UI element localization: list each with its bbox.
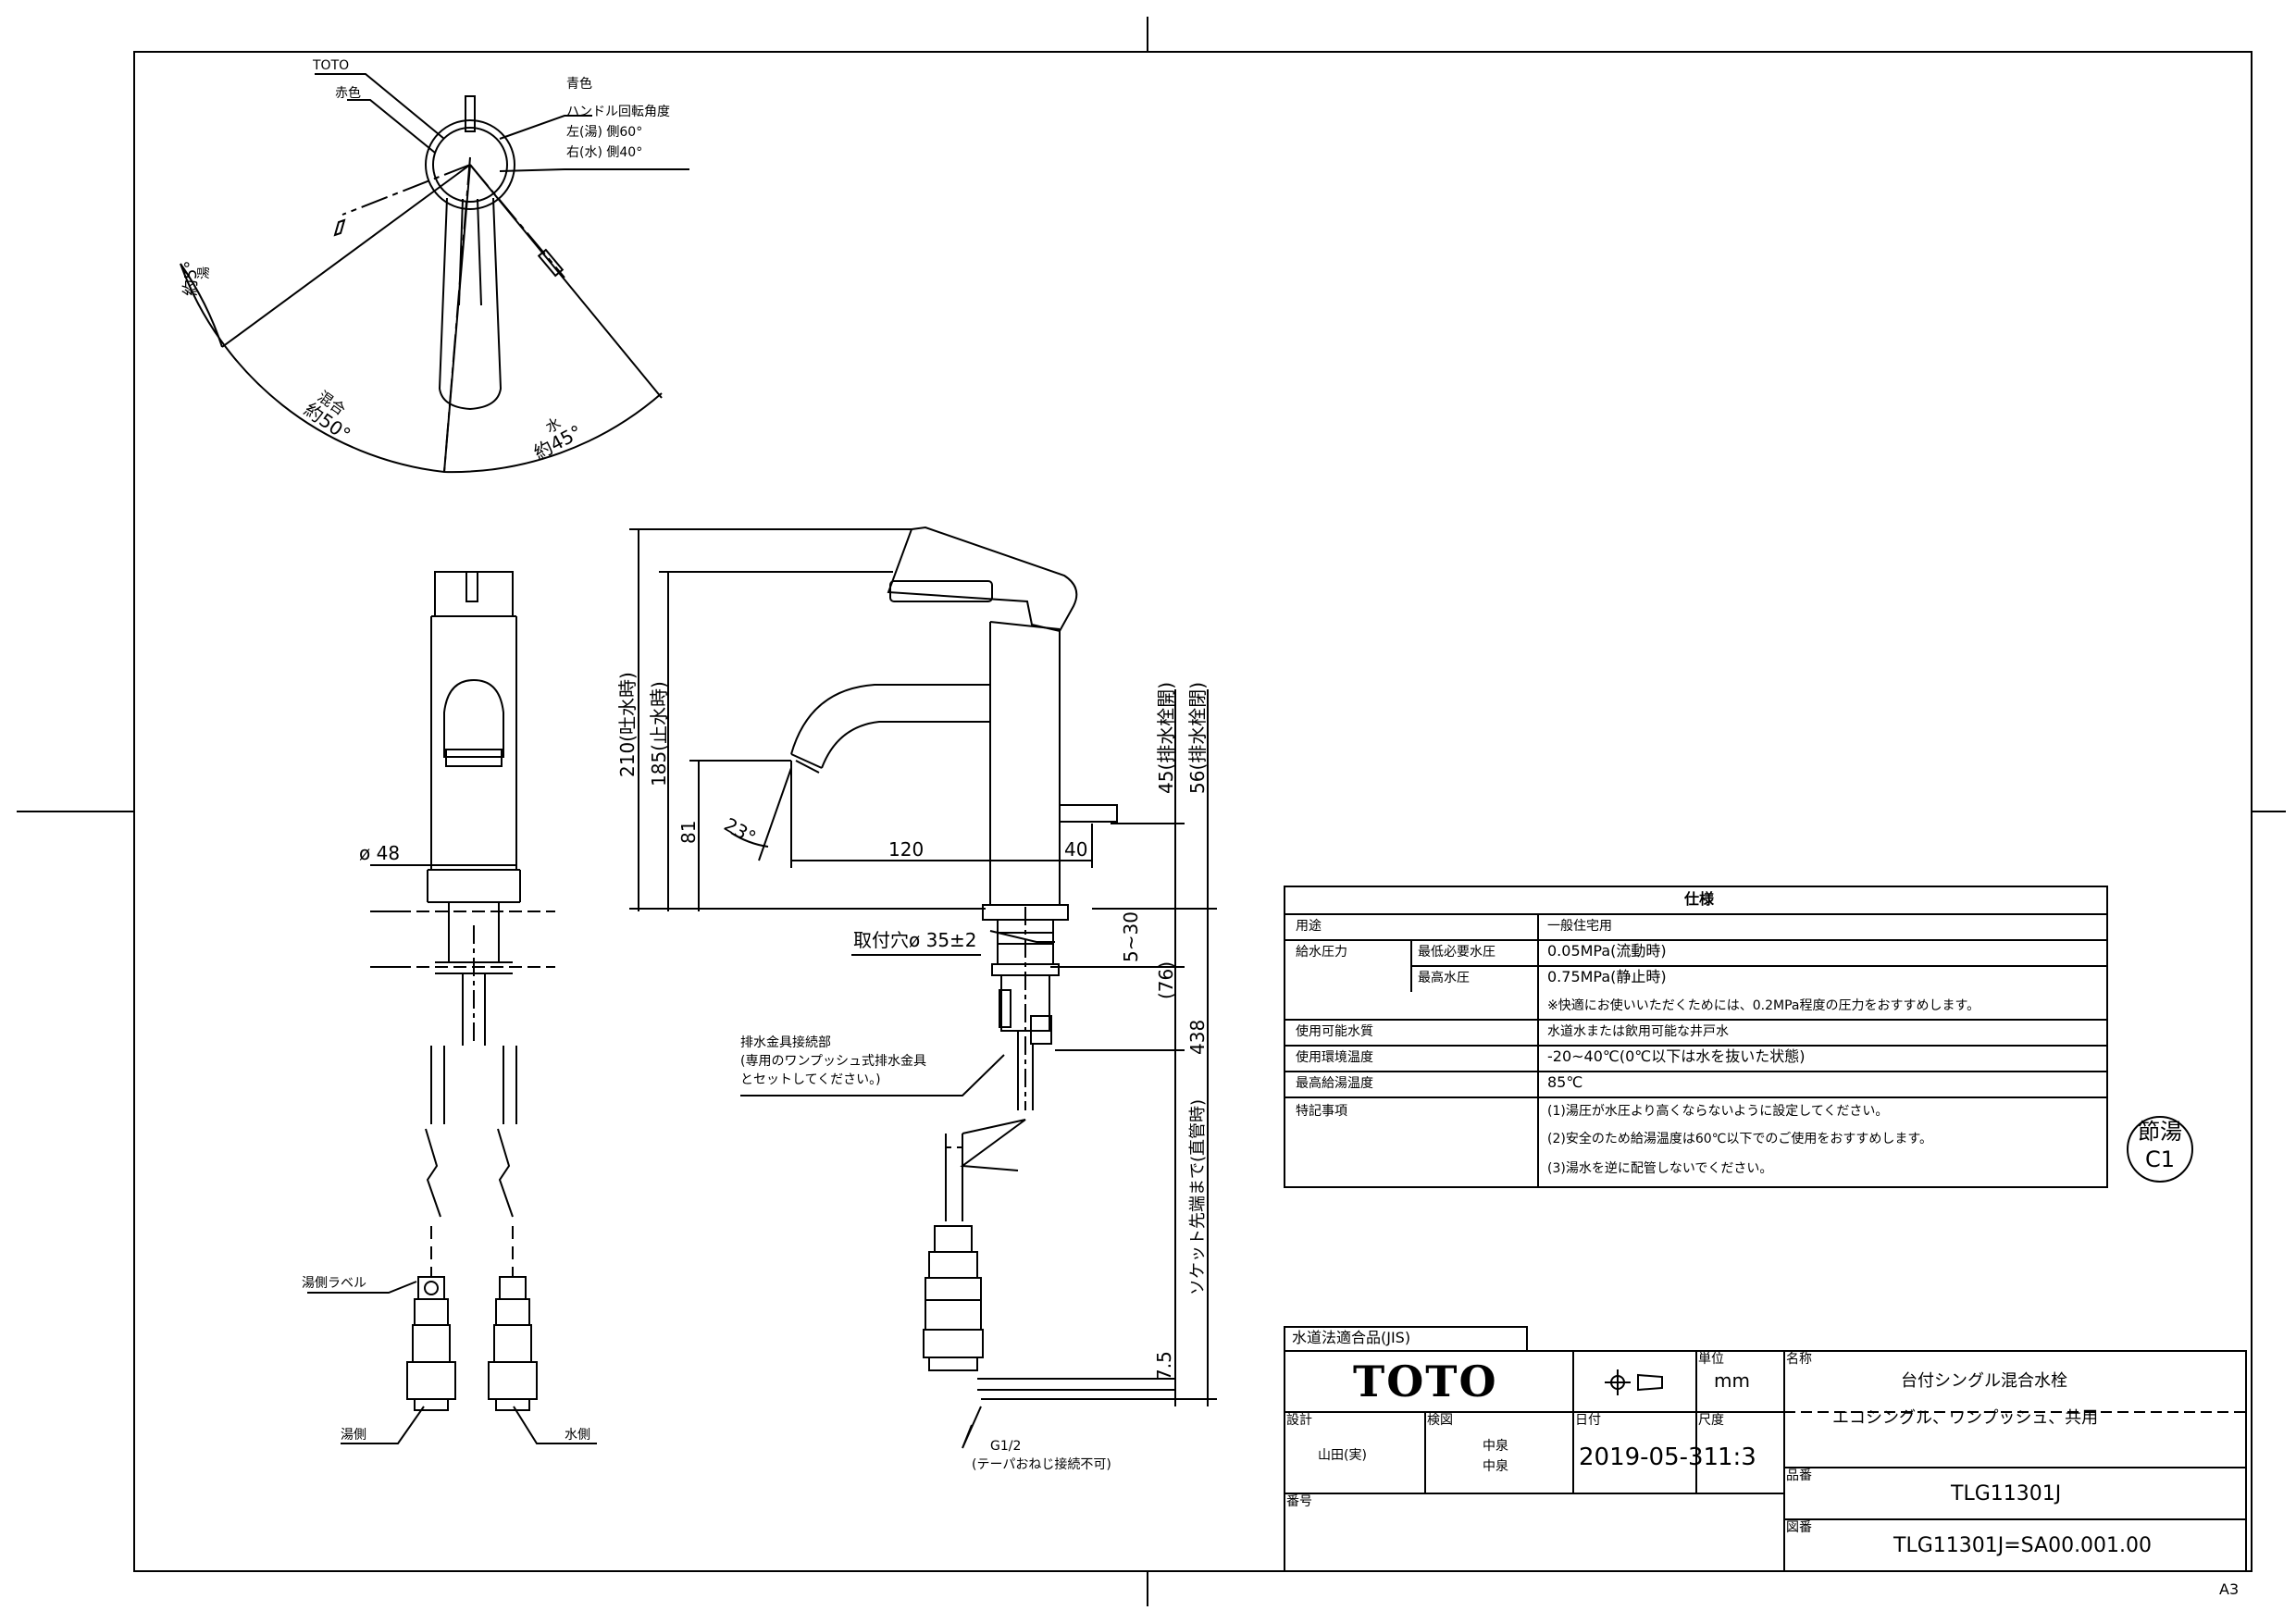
drawing-border xyxy=(133,51,2253,1572)
hot-angle-b: 約5° xyxy=(181,260,201,296)
product-subname: エコシングル、ワンプッシュ、共用 xyxy=(1832,1408,2099,1428)
spec-row-2-subkey: 最高水圧 xyxy=(1418,971,1470,985)
unit-value: mm xyxy=(1714,1369,1750,1392)
dim-56: 56(排水栓閉) xyxy=(1186,681,1209,794)
checker-2: 中泉 xyxy=(1483,1459,1508,1474)
dim-120: 120 xyxy=(888,838,925,861)
drain-note-2: (専用のワンプッシュ式排水金具 xyxy=(740,1054,927,1069)
spec-row-1-value: 0.05MPa(流動時) xyxy=(1547,942,1667,960)
date-label: 日付 xyxy=(1575,1413,1601,1428)
drawing-number-label: 図番 xyxy=(1786,1520,1812,1535)
scale-label: 尺度 xyxy=(1698,1413,1724,1428)
hot-side-label: 湯側 xyxy=(341,1428,366,1443)
designer-name: 山田(実) xyxy=(1318,1448,1367,1463)
scale-value: 1:3 xyxy=(1718,1443,1756,1471)
spec-row-9-value: (3)湯水を逆に配管しないでください。 xyxy=(1547,1161,1773,1176)
spec-row-4-key: 使用可能水質 xyxy=(1296,1024,1373,1039)
jis-label: 水道法適合品(JIS) xyxy=(1292,1329,1411,1346)
dim-mount-hole: 取付穴ø 35±2 xyxy=(853,929,977,951)
socket-note: ソケット先端まで(直管時) xyxy=(1188,1098,1208,1295)
seq-label: 番号 xyxy=(1286,1494,1312,1509)
drain-note-1: 排水金具接続部 xyxy=(740,1035,831,1050)
water-saving-stamp: 節湯 C1 xyxy=(2127,1116,2193,1183)
toto-mark-label: TOTO xyxy=(313,58,350,73)
product-name: 台付シングル混合水栓 xyxy=(1901,1371,2067,1391)
side-view xyxy=(629,526,1217,1449)
dim-40: 40 xyxy=(1064,838,1088,861)
spec-row-0-key: 用途 xyxy=(1296,919,1322,934)
drawing-number: TLG11301J=SA00.001.00 xyxy=(1893,1534,2153,1557)
stamp-line-2: C1 xyxy=(2144,1146,2176,1172)
handle-angle-label: ハンドル回転角度 xyxy=(566,105,670,119)
dim-45: 45(排水栓開) xyxy=(1155,681,1177,794)
unit-label: 単位 xyxy=(1698,1352,1724,1367)
product-number-label: 品番 xyxy=(1786,1468,1812,1483)
g12-label: G1/2 xyxy=(990,1439,1022,1454)
dim-438: 438 xyxy=(1186,1019,1209,1055)
hot-label-note: 湯側ラベル xyxy=(302,1276,366,1291)
spec-row-6-key: 最高給湯温度 xyxy=(1296,1076,1373,1091)
spec-row-1-subkey: 最低必要水圧 xyxy=(1418,945,1496,960)
toto-logo: TOTO xyxy=(1353,1357,1498,1406)
top-view xyxy=(180,73,689,474)
dim-81: 81 xyxy=(677,820,700,844)
spec-row-8-value: (2)安全のため給湯温度は60℃以下でのご使用をおすすめします。 xyxy=(1547,1132,1932,1146)
cold-side-label: 水側 xyxy=(565,1428,590,1443)
title-block-lines xyxy=(1284,1326,2247,1572)
dim-5-30: 5~30 xyxy=(1120,911,1142,962)
spec-table-lines xyxy=(1284,886,2108,1188)
dim-76: (76) xyxy=(1155,960,1177,999)
spec-row-3-value: ※快適にお使いいただくためには、0.2MPa程度の圧力をおすすめします。 xyxy=(1547,998,1980,1013)
checker-1: 中泉 xyxy=(1483,1439,1508,1454)
dim-diameter-48: ø 48 xyxy=(359,842,401,864)
product-number: TLG11301J xyxy=(1951,1482,2062,1505)
sheet-size: A3 xyxy=(2219,1580,2240,1598)
red-label: 赤色 xyxy=(335,86,361,101)
taper-note: (テーパおねじ接続不可) xyxy=(972,1457,1111,1472)
spec-row-0-value: 一般住宅用 xyxy=(1547,919,1612,934)
spec-row-2-value: 0.75MPa(静止時) xyxy=(1547,968,1667,985)
date-value: 2019-05-31 xyxy=(1579,1443,1719,1471)
stamp-line-1: 節湯 xyxy=(2138,1119,2182,1145)
spec-row-7-key: 特記事項 xyxy=(1296,1104,1347,1119)
spec-row-7-value: (1)湯圧が水圧より高くならないように設定してください。 xyxy=(1547,1104,1889,1119)
spec-row-5-key: 使用環境温度 xyxy=(1296,1050,1373,1065)
drain-note-3: とセットしてください。) xyxy=(740,1072,881,1087)
name-label: 名称 xyxy=(1786,1352,1812,1367)
blue-label: 青色 xyxy=(566,77,592,92)
front-view xyxy=(307,571,597,1444)
left-hot-label: 左(湯) 側60° xyxy=(566,125,643,140)
spec-row-4-value: 水道水または飲用可能な井戸水 xyxy=(1547,1024,1729,1039)
spec-row-5-value: -20~40℃(0℃以下は水を抜いた状態) xyxy=(1547,1047,1806,1065)
check-label: 検図 xyxy=(1427,1413,1453,1428)
right-cold-label: 右(水) 側40° xyxy=(566,145,643,160)
dim-7-5: 7.5 xyxy=(1153,1351,1175,1381)
spec-title: 仕様 xyxy=(1684,890,1715,908)
spec-row-6-value: 85℃ xyxy=(1547,1073,1583,1091)
spec-row-1-key: 給水圧力 xyxy=(1296,945,1347,960)
design-label: 設計 xyxy=(1286,1413,1312,1428)
dim-210: 210(吐水時) xyxy=(616,672,639,777)
dim-185: 185(止水時) xyxy=(648,681,670,787)
